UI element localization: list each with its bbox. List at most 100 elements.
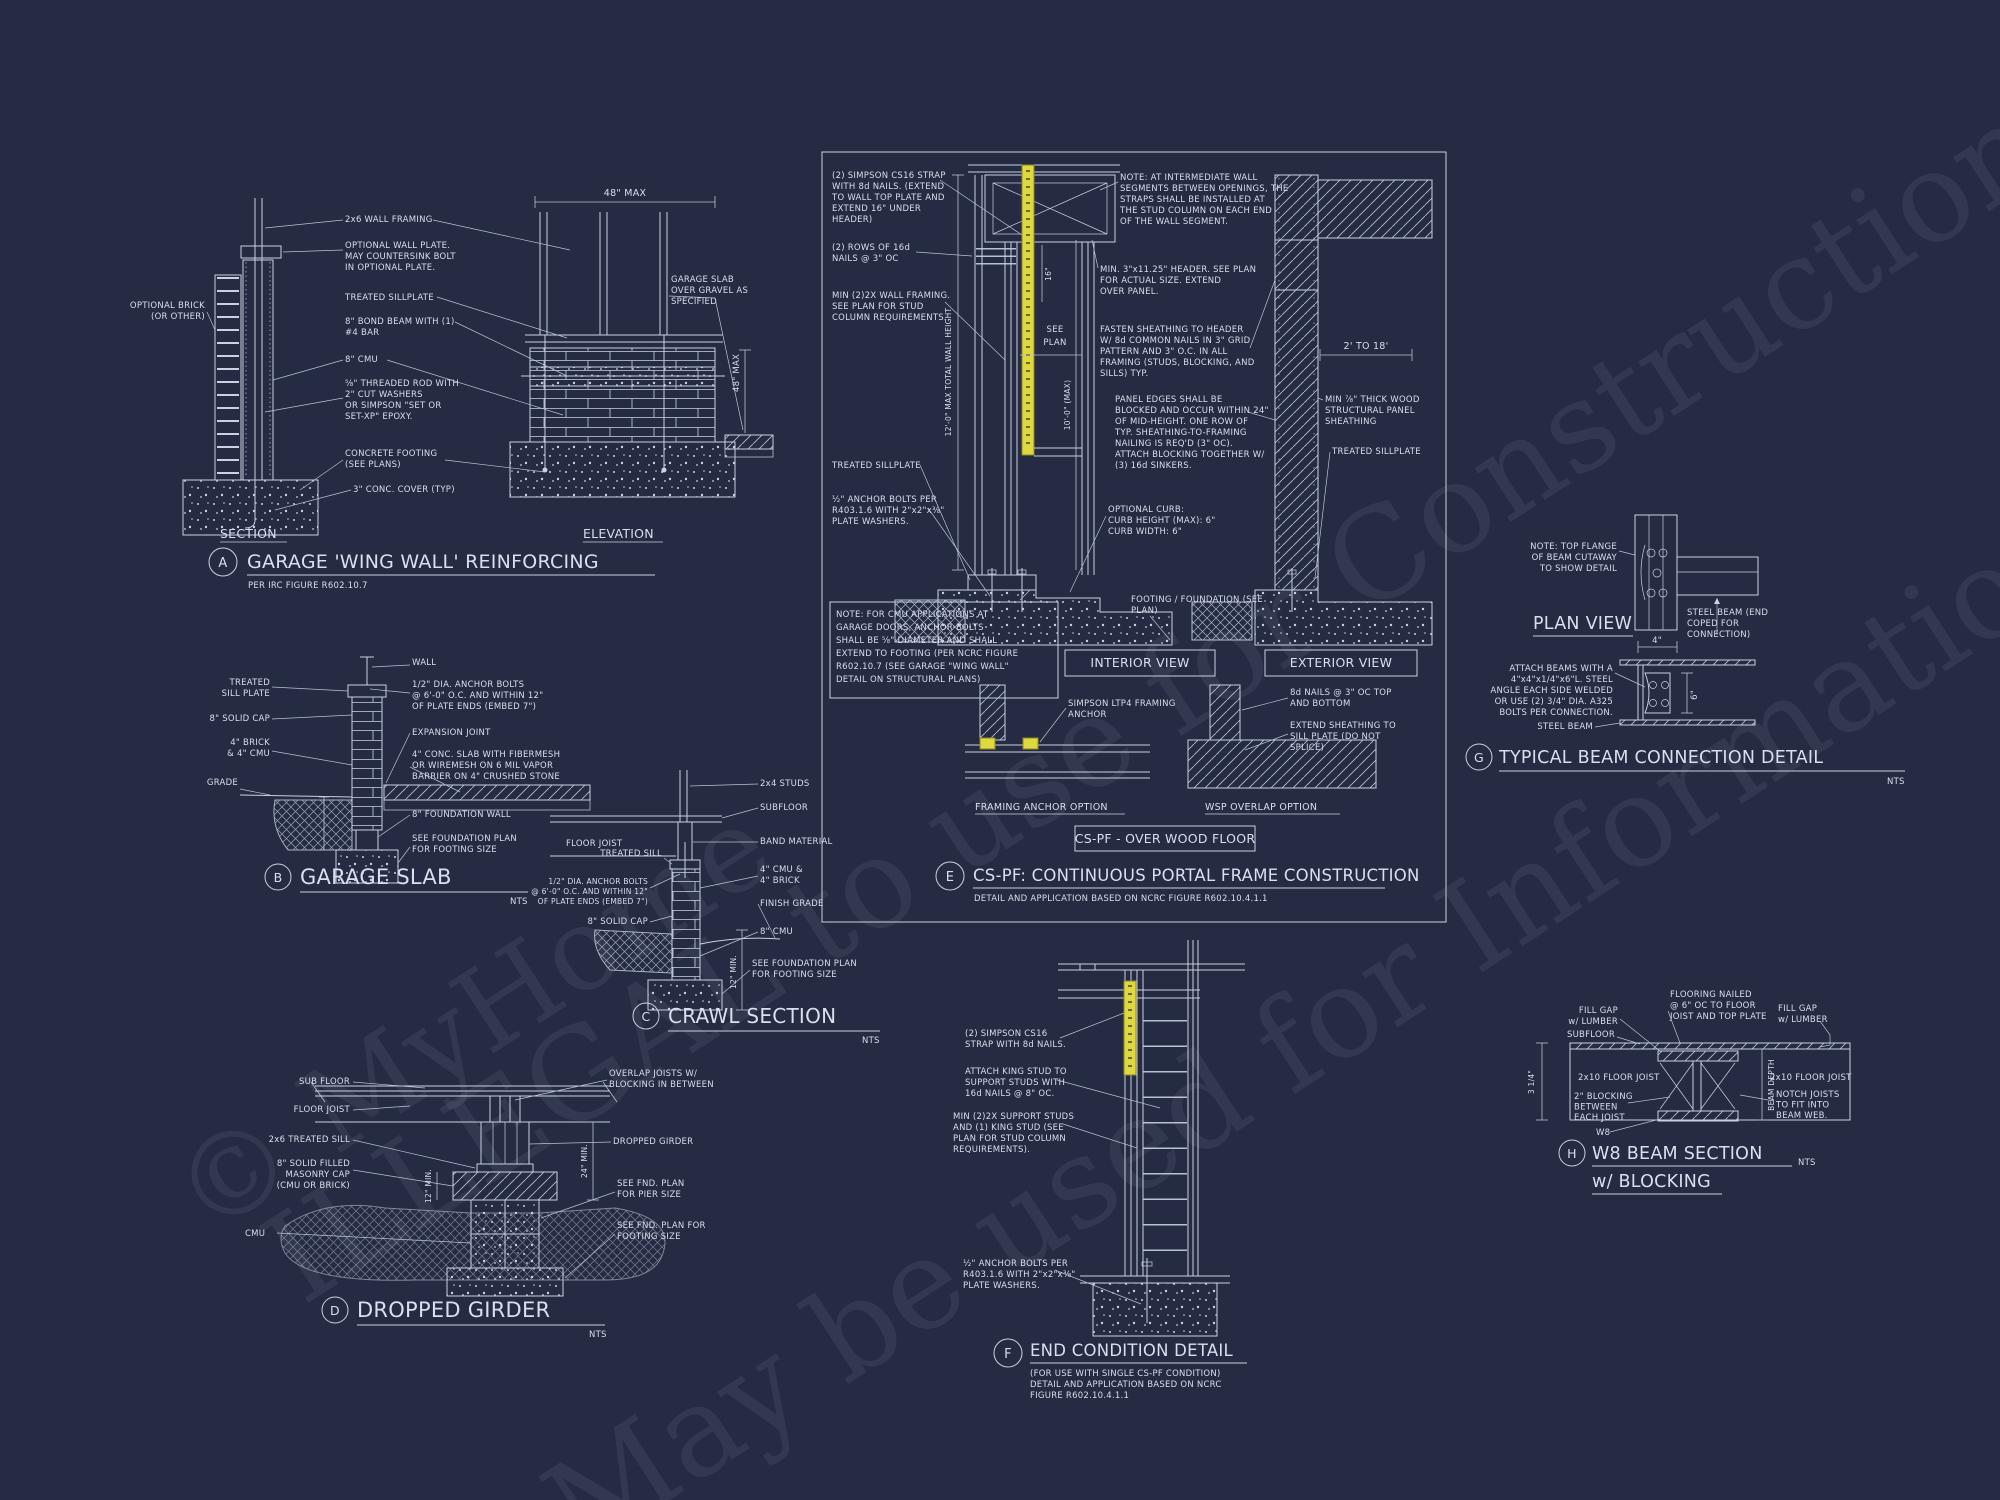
b-title-block: B GARAGE SLAB NTS [264, 863, 528, 907]
c-nts: NTS [862, 1036, 880, 1046]
b-wall-label: WALL [412, 658, 436, 668]
h-beam-depth-dim: BEAM DEPTH [1767, 1059, 1776, 1111]
e-subtitle: DETAIL AND APPLICATION BASED ON NCRC FIG… [974, 894, 1268, 904]
d-dim-left: 12" MIN. [424, 1169, 433, 1203]
e-framing-label: MIN (2)2X WALL FRAMING.SEE PLAN FOR STUD… [832, 291, 950, 323]
d-title: DROPPED GIRDER [357, 1298, 550, 1322]
h-letter: H [1567, 1146, 1577, 1161]
c-bolts-label: 1/2" DIA. ANCHOR BOLTS@ 6'-0" O.C. AND W… [531, 877, 648, 906]
e-floor-type-box: CS-PF - OVER WOOD FLOOR [1074, 825, 1256, 852]
e-curb-label: OPTIONAL CURB:CURB HEIGHT (MAX): 6"CURB … [1108, 505, 1215, 537]
c-cmu8-label: 8" CMU [760, 927, 793, 937]
e-interior-view-drawing [894, 164, 1173, 646]
a-bond-beam-label: 8" BOND BEAM WITH (1)#4 BAR [345, 317, 455, 338]
b-joint-label: EXPANSION JOINT [412, 728, 491, 738]
c-band-label: BAND MATERIAL [760, 837, 833, 847]
e-dim-strap: 16" [1044, 267, 1053, 281]
g-plan-view-caption: PLAN VIEW [1533, 614, 1632, 634]
f-drawing [1058, 940, 1245, 1337]
h-w8-label: W8 [1596, 1128, 1610, 1138]
c-studs-label: 2x4 STUDS [760, 779, 810, 789]
a-sillplate-label: TREATED SILLPLATE [344, 293, 434, 303]
detail-c-crawl-section: 2x4 STUDS SUBFLOOR BAND MATERIAL 4" CMU … [531, 770, 880, 1046]
b-grade-label: GRADE [207, 778, 238, 788]
b-title: GARAGE SLAB [300, 865, 452, 889]
e-opt2-caption: WSP OVERLAP OPTION [1205, 802, 1317, 813]
h-title-line1: W8 BEAM SECTION [1592, 1144, 1763, 1164]
a-title: GARAGE 'WING WALL' REINFORCING [247, 551, 599, 573]
h-title-line2: w/ BLOCKING [1592, 1172, 1711, 1192]
e-title: CS-PF: CONTINUOUS PORTAL FRAME CONSTRUCT… [973, 866, 1420, 885]
c-grade-label: FINISH GRADE [760, 899, 824, 909]
b-fdn-label: 8" FOUNDATION WALL [412, 810, 511, 820]
a-title-block: A GARAGE 'WING WALL' REINFORCING PER IRC… [208, 547, 655, 591]
g-nts: NTS [1887, 777, 1905, 787]
d-girder-label: DROPPED GIRDER [613, 1137, 693, 1147]
h-nts: NTS [1798, 1158, 1816, 1168]
b-bolts-label: 1/2" DIA. ANCHOR BOLTS@ 6'-0" O.C. AND W… [412, 680, 543, 712]
a-dim-top: 48" MAX [604, 188, 647, 199]
d-labels: SUB FLOOR FLOOR JOIST 2x6 TREATED SILL 8… [245, 1069, 714, 1279]
a-cmu-label: 8" CMU [345, 355, 378, 365]
a-cover-label: 3" CONC. COVER (TYP) [353, 485, 455, 495]
e-title-block: E CS-PF: CONTINUOUS PORTAL FRAME CONSTRU… [935, 861, 1420, 904]
a-section-caption: SECTION [220, 526, 277, 541]
detail-a-garage-wing-wall: OPTIONAL BRICK(OR OTHER) 2x6 WALL FRAMIN… [130, 188, 774, 591]
a-wall-plate-label: OPTIONAL WALL PLATE.MAY COUNTERSINK BOLT… [345, 241, 456, 273]
a-optional-brick-label: OPTIONAL BRICK(OR OTHER) [130, 301, 205, 322]
f-letter: F [1004, 1347, 1012, 1362]
a-view-captions: SECTION ELEVATION [220, 526, 663, 543]
f-subtitle: (FOR USE WITH SINGLE CS-PF CONDITION)DET… [1030, 1369, 1222, 1401]
d-sill-label: 2x6 TREATED SILL [269, 1135, 350, 1145]
e-floor-box-label: CS-PF - OVER WOOD FLOOR [1075, 831, 1256, 846]
e-interior-caption: INTERIOR VIEW [1090, 655, 1189, 670]
c-letter: C [642, 1009, 651, 1024]
h-dim-left: 3 1/4" [1527, 1070, 1536, 1094]
g-title: TYPICAL BEAM CONNECTION DETAIL [1498, 748, 1823, 768]
d-nts: NTS [589, 1330, 607, 1340]
a-labels: OPTIONAL BRICK(OR OTHER) 2x6 WALL FRAMIN… [130, 188, 748, 511]
a-dim-right: 48" MAX [732, 354, 742, 392]
h-drawing [1536, 1042, 1851, 1122]
g-dim6: 6" [1690, 690, 1700, 700]
c-labels: 2x4 STUDS SUBFLOOR BAND MATERIAL 4" CMU … [531, 779, 857, 995]
c-title: CRAWL SECTION [668, 1004, 836, 1028]
d-subfloor-label: SUB FLOOR [299, 1077, 350, 1087]
a-footing-label: CONCRETE FOOTING(SEE PLANS) [345, 449, 437, 470]
g-letter: G [1474, 750, 1484, 765]
g-dim4: 4" [1652, 636, 1662, 646]
f-title: END CONDITION DETAIL [1030, 1341, 1233, 1360]
a-wall-framing-label: 2x6 WALL FRAMING [345, 215, 433, 225]
b-nts: NTS [510, 897, 528, 907]
d-overlap-label: OVERLAP JOISTS W/BLOCKING IN BETWEEN [609, 1069, 714, 1090]
g-plan-view-drawing [1634, 514, 1759, 635]
